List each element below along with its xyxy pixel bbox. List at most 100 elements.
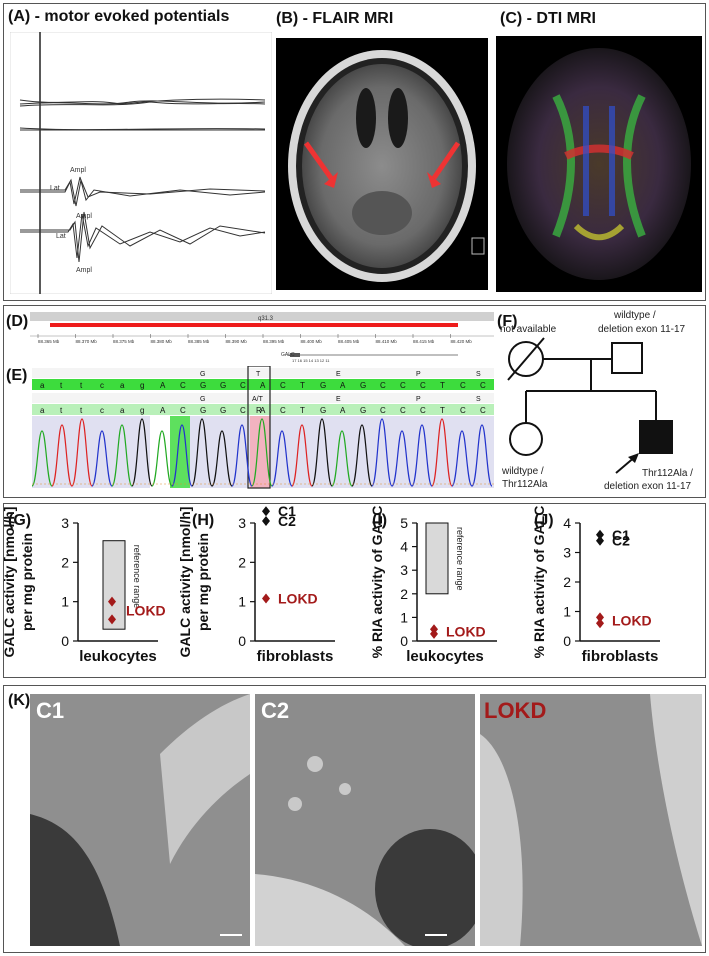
chromatogram-peak bbox=[351, 424, 373, 487]
series-label-c2: C2 bbox=[278, 513, 296, 529]
panel-d-label: (D) bbox=[6, 313, 29, 330]
ref-base: T bbox=[440, 381, 445, 390]
chromatogram-peak bbox=[191, 418, 213, 487]
chromatogram-peak bbox=[411, 424, 433, 487]
panel-f-label: (F) bbox=[497, 313, 518, 330]
ref-base: G bbox=[360, 381, 366, 390]
d-tick-label: 88.375 Mb bbox=[113, 339, 135, 344]
patient-base: C bbox=[400, 406, 406, 415]
mother-label-1: wildtype / bbox=[613, 310, 656, 321]
mep-ampl2: Ampl bbox=[76, 213, 92, 220]
chromatogram-peak bbox=[391, 430, 413, 487]
em-image-lokd: LOKD bbox=[480, 694, 702, 946]
ref-base: G bbox=[220, 381, 226, 390]
patient-label-1: Thr112Ala / bbox=[642, 468, 693, 479]
ref-base: t bbox=[80, 381, 83, 390]
y-tick-label: 5 bbox=[400, 515, 408, 531]
mep-ampl1: Ampl bbox=[70, 167, 86, 174]
aa-patient: P bbox=[416, 396, 421, 403]
patient-base: G bbox=[200, 406, 206, 415]
y-tick-label: 1 bbox=[563, 604, 571, 620]
chromatogram-peak bbox=[231, 424, 253, 487]
ref-base: G bbox=[200, 381, 206, 390]
y-tick-label: 2 bbox=[400, 586, 408, 602]
mep-ampl3: Ampl bbox=[76, 267, 92, 274]
ref-base: a bbox=[40, 381, 45, 390]
y-tick-label: 0 bbox=[61, 633, 69, 649]
d-tick-label: 88.385 Mb bbox=[188, 339, 210, 344]
ref-base: t bbox=[60, 381, 63, 390]
series-label-c1: C1 bbox=[278, 503, 296, 519]
y-tick-label: 2 bbox=[61, 554, 69, 570]
patient-base: c bbox=[100, 406, 104, 415]
chromatogram-peak bbox=[311, 418, 333, 487]
y-axis-label-2: per mg protein bbox=[195, 533, 211, 631]
x-axis-label: leukocytes bbox=[79, 648, 157, 665]
exon-label: 17 16 15 14 13 12 11 bbox=[292, 358, 330, 363]
y-tick-label: 1 bbox=[238, 594, 246, 610]
patient-base: C bbox=[280, 406, 286, 415]
dti-mri-image bbox=[496, 36, 702, 292]
aa-ref: S bbox=[476, 371, 481, 378]
y-axis-label: % RIA activity of GALC bbox=[369, 506, 385, 659]
x-axis-label: fibroblasts bbox=[257, 648, 334, 665]
y-tick-label: 3 bbox=[563, 545, 571, 561]
ref-base: C bbox=[180, 381, 186, 390]
patient-base: C bbox=[240, 406, 246, 415]
d-tick-label: 88.415 Mb bbox=[413, 339, 435, 344]
ref-base: C bbox=[240, 381, 246, 390]
mother-label-2: deletion exon 11-17 bbox=[598, 324, 686, 335]
d-tick-label: 88.400 Mb bbox=[301, 339, 323, 344]
data-point-lokd bbox=[596, 612, 604, 623]
aa-ref: G bbox=[200, 371, 205, 378]
x-axis-label: leukocytes bbox=[406, 648, 484, 665]
sister-label-2: Thr112Ala bbox=[502, 479, 548, 490]
patient-base: a bbox=[40, 406, 45, 415]
chromatogram-peak bbox=[51, 424, 73, 487]
chromatogram-peak bbox=[251, 418, 273, 487]
chromatogram-peak bbox=[71, 418, 93, 487]
data-point-c1 bbox=[596, 529, 604, 540]
d-tick-label: 88.420 Mb bbox=[451, 339, 473, 344]
chromatogram-peak bbox=[32, 430, 53, 487]
ref-base: C bbox=[460, 381, 466, 390]
chromatogram-peak bbox=[291, 424, 313, 487]
sister-symbol bbox=[509, 422, 543, 456]
reference-range-label: reference range bbox=[455, 527, 465, 591]
aa-ref: T bbox=[256, 371, 261, 378]
data-point-c1 bbox=[262, 506, 270, 517]
mep-lat1: Lat bbox=[50, 185, 60, 192]
ref-base: T bbox=[300, 381, 305, 390]
gene-label: GALC bbox=[281, 352, 295, 358]
aa-ref: E bbox=[336, 371, 341, 378]
ref-base: C bbox=[380, 381, 386, 390]
series-label-lokd: LOKD bbox=[126, 603, 166, 619]
d-tick-label: 88.395 Mb bbox=[263, 339, 285, 344]
panel-a-label: (A) - motor evoked potentials bbox=[8, 8, 230, 25]
patient-base: C bbox=[480, 406, 486, 415]
panel-j-label: (J) bbox=[534, 512, 554, 529]
em-label-c2: C2 bbox=[261, 698, 290, 723]
chromatogram-peak bbox=[131, 418, 153, 487]
ref-base: a bbox=[120, 381, 125, 390]
d-tick-label: 88.380 Mb bbox=[151, 339, 173, 344]
y-tick-label: 4 bbox=[563, 515, 571, 531]
chromatogram-peak bbox=[431, 418, 453, 487]
data-point-c2 bbox=[262, 516, 270, 527]
aa-ref: P bbox=[416, 371, 421, 378]
d-tick-label: 88.390 Mb bbox=[226, 339, 248, 344]
data-point-lokd bbox=[108, 614, 116, 625]
y-tick-label: 3 bbox=[400, 562, 408, 578]
patient-het-base: R bbox=[256, 406, 262, 415]
ref-seq-bar bbox=[32, 379, 494, 390]
data-point-lokd bbox=[430, 628, 438, 639]
patient-base: A bbox=[340, 406, 346, 415]
chromatogram-peak bbox=[371, 418, 393, 487]
aa-patient: G bbox=[200, 396, 205, 403]
y-tick-label: 0 bbox=[238, 633, 246, 649]
father-label: not available bbox=[500, 324, 557, 335]
